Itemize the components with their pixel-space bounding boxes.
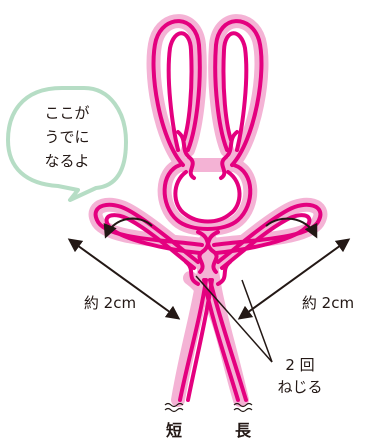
head-loop <box>162 163 253 231</box>
right-measure-label: 約 2cm <box>302 294 354 312</box>
bubble-text-line1: ここが <box>44 104 89 122</box>
twist-note-line2: ねじる <box>277 378 322 396</box>
bubble-text-line3: なるよ <box>44 152 89 170</box>
right-ear-loop <box>213 19 264 167</box>
left-rotate-arrow <box>103 217 153 239</box>
right-rotate-arrow <box>265 217 318 239</box>
left-ear-loop <box>151 19 202 167</box>
long-cut-mark <box>233 402 253 413</box>
left-measure-arrow <box>67 238 181 320</box>
cut-marks <box>164 402 253 413</box>
right-measure-arrow <box>237 238 351 320</box>
bubble-text-line2: うでに <box>44 128 89 146</box>
measure-arrows <box>67 238 351 320</box>
twist-leader-lines <box>195 275 273 363</box>
left-measure-label: 約 2cm <box>84 294 136 312</box>
long-strand <box>202 278 240 402</box>
short-cut-mark <box>164 402 184 413</box>
twist-arrows <box>103 217 318 239</box>
twist-note-line1: 2 回 <box>285 356 314 374</box>
cord <box>93 19 323 402</box>
short-end-label: 短 <box>166 421 182 440</box>
short-strand <box>178 278 208 402</box>
long-end-label: 長 <box>235 421 252 440</box>
speech-bubble <box>6 86 128 202</box>
